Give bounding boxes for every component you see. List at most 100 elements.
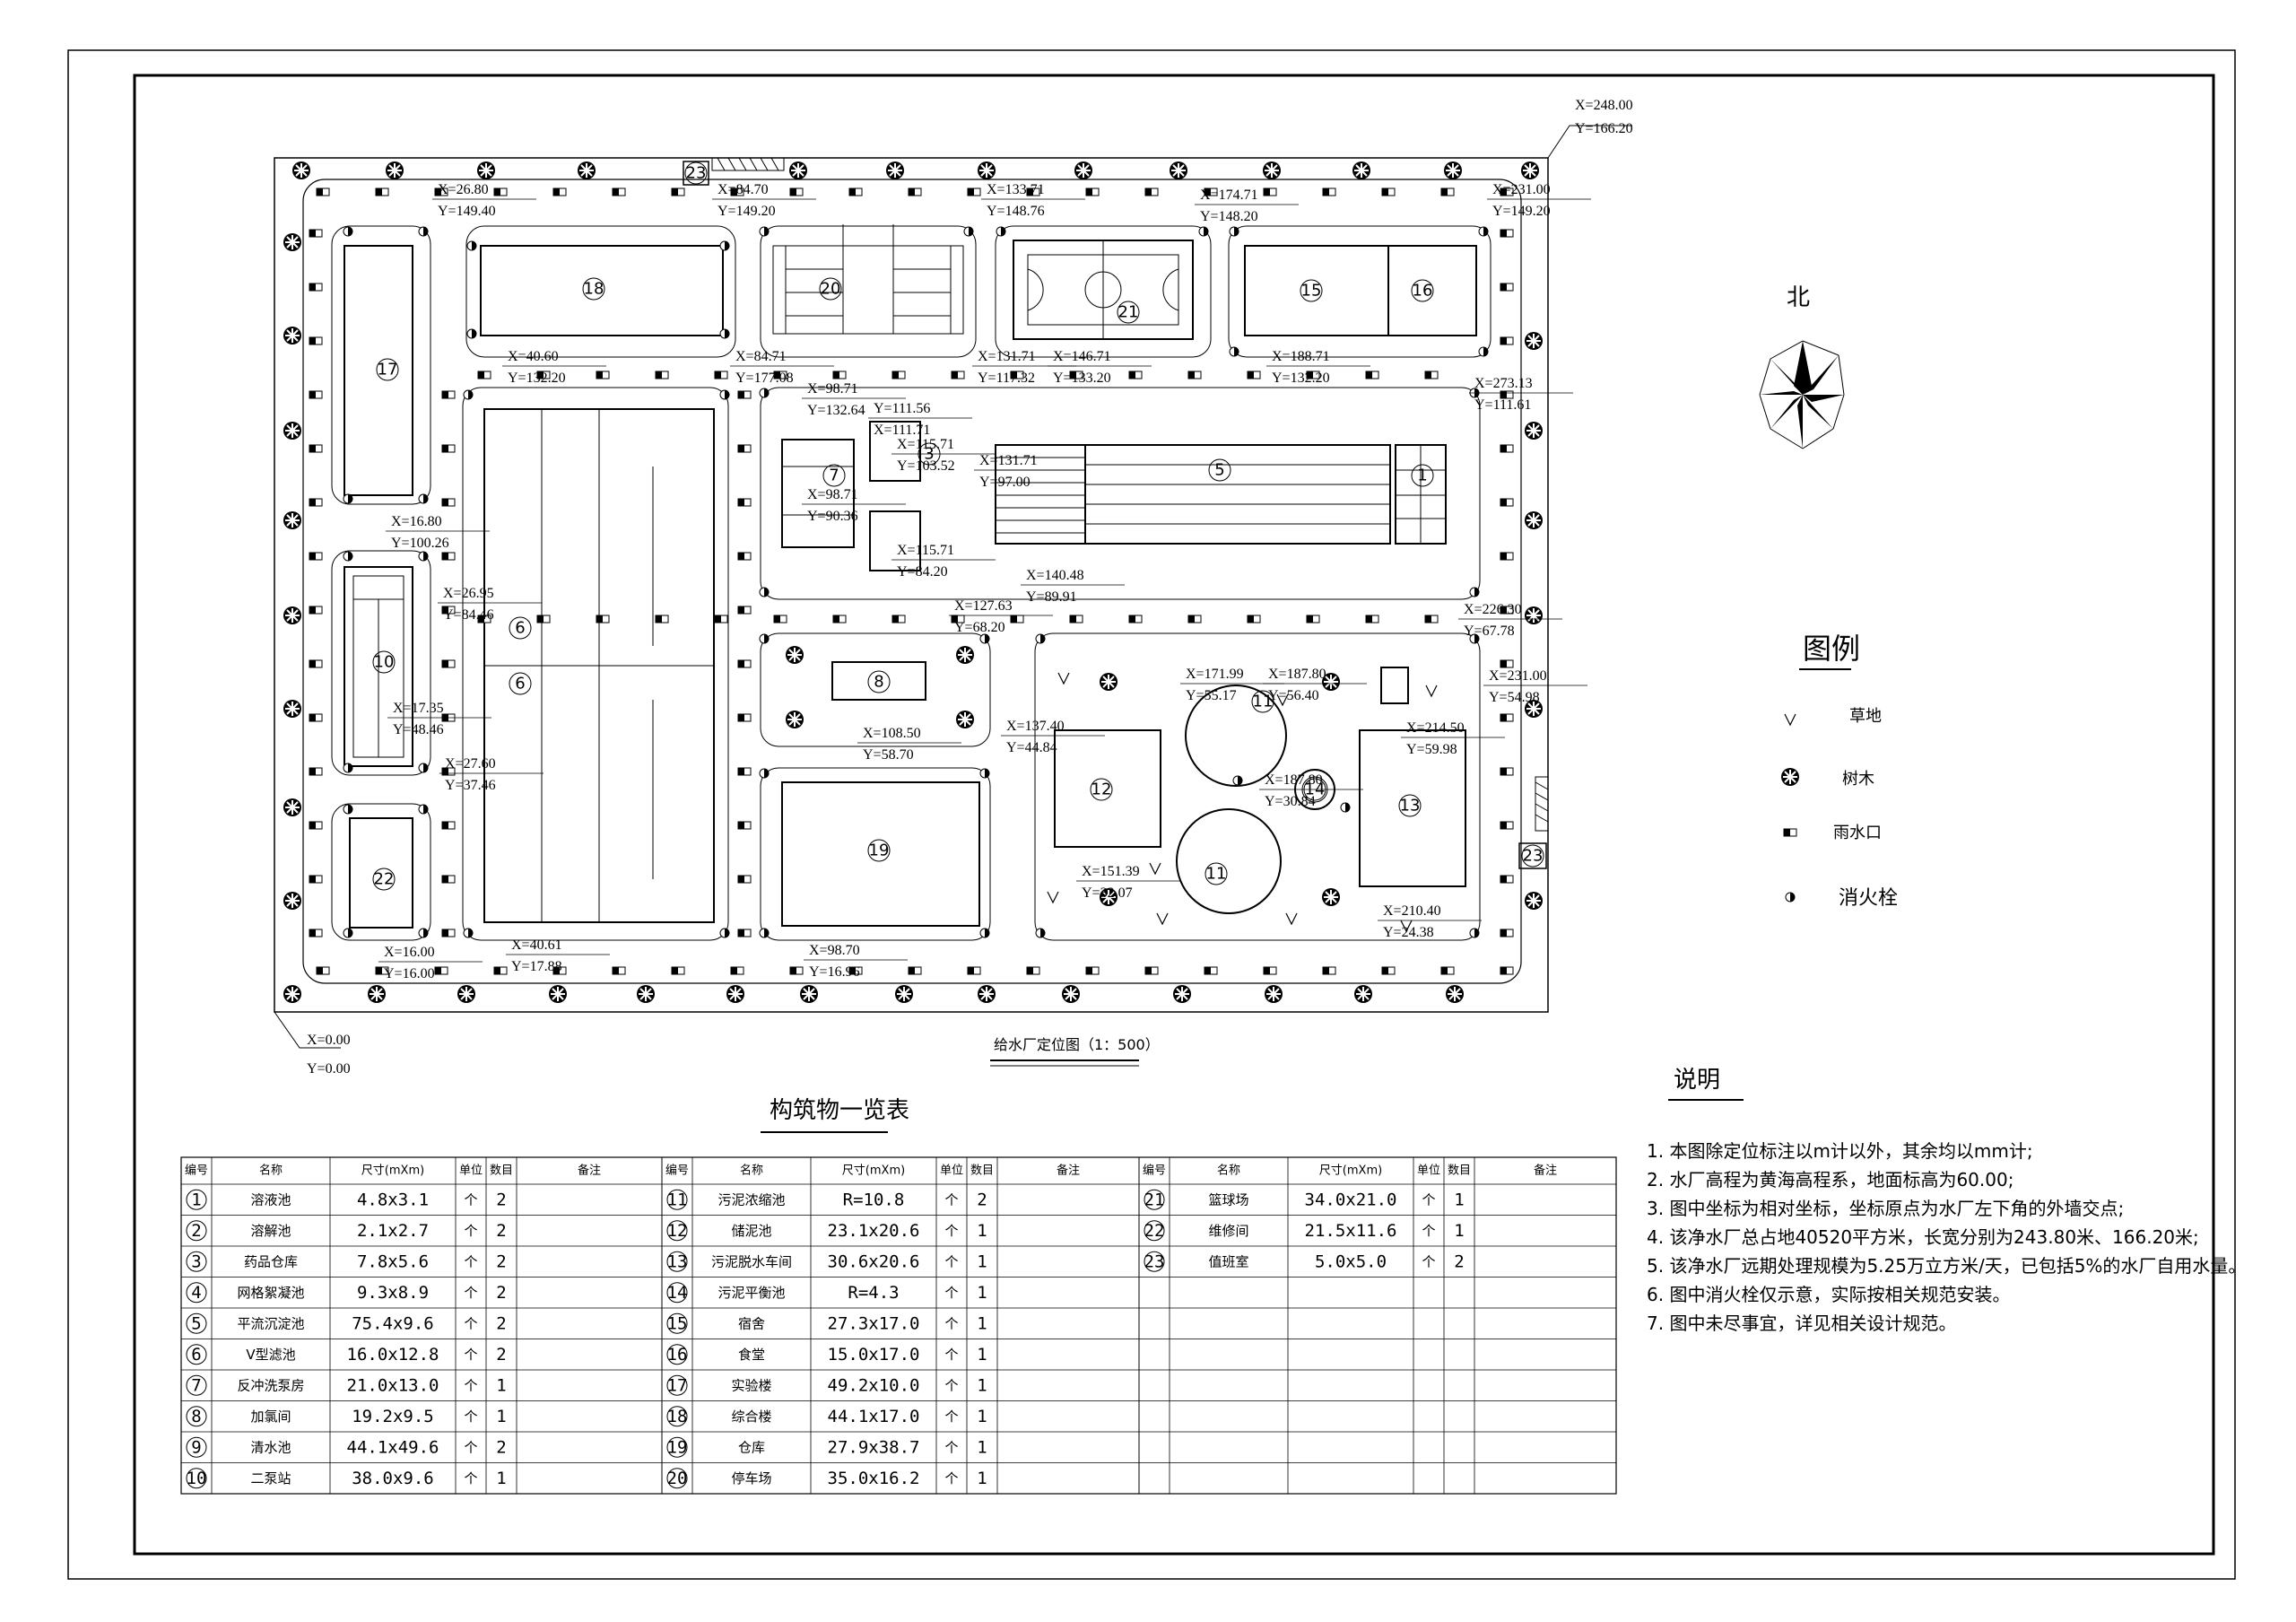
table-cell: 污泥脱水车间 bbox=[711, 1253, 792, 1269]
svg-text:X=115.71: X=115.71 bbox=[897, 543, 954, 558]
table-cell: 个 bbox=[464, 1347, 477, 1363]
structure-20-parking bbox=[772, 224, 964, 335]
table-index-circle bbox=[666, 1189, 688, 1210]
block-20 bbox=[760, 225, 977, 358]
table-cell: 8 bbox=[191, 1407, 201, 1426]
svg-text:X=98.71: X=98.71 bbox=[807, 381, 858, 397]
svg-text:X=16.80: X=16.80 bbox=[391, 514, 442, 529]
coord-label: X=171.99Y=55.17 bbox=[1180, 667, 1284, 703]
structure-16-canteen bbox=[1387, 245, 1477, 336]
table-index-circle bbox=[186, 1251, 207, 1272]
table-cell: 4 bbox=[191, 1283, 201, 1303]
rain-inlet-icon bbox=[441, 498, 456, 507]
rain-inlet-icon bbox=[737, 552, 752, 561]
tree-icon bbox=[548, 984, 568, 1004]
table-cell: 储泥池 bbox=[731, 1223, 771, 1239]
rain-inlet-icon bbox=[714, 615, 728, 624]
rain-inlet-icon bbox=[309, 659, 323, 668]
rain-inlet-icon bbox=[967, 966, 981, 975]
tree-icon bbox=[367, 984, 387, 1004]
rain-inlet-icon bbox=[1424, 615, 1439, 624]
rain-inlet-icon bbox=[737, 875, 752, 884]
table-cell: 18 bbox=[667, 1407, 688, 1426]
table-cell: 5 bbox=[191, 1313, 201, 1333]
coord-label: X=187.80Y=30.84 bbox=[1259, 772, 1363, 809]
fire-hydrant-icon bbox=[719, 328, 730, 339]
tree-icon bbox=[1352, 161, 1371, 180]
rain-inlet-icon bbox=[1500, 229, 1514, 238]
structure-number-21: 21 bbox=[1117, 301, 1140, 324]
guard-23-east bbox=[1518, 842, 1547, 869]
svg-text:17: 17 bbox=[378, 361, 398, 379]
table-cell: 平流沉淀池 bbox=[237, 1315, 304, 1331]
rain-inlet-icon bbox=[493, 966, 508, 975]
fire-hydrant-icon bbox=[759, 388, 770, 398]
table-cell: 个 bbox=[1422, 1223, 1435, 1239]
svg-text:11: 11 bbox=[1253, 693, 1274, 711]
table-header-cell: 尺寸(mXm) bbox=[842, 1164, 905, 1178]
svg-text:Y=149.20: Y=149.20 bbox=[1492, 204, 1551, 219]
site-road bbox=[302, 179, 1522, 984]
table-cell: 1 bbox=[977, 1251, 987, 1271]
structure-12-sludge bbox=[1054, 729, 1161, 848]
rain-inlet-icon bbox=[309, 929, 323, 937]
table-index-circle bbox=[666, 1374, 688, 1396]
fire-hydrant-icon bbox=[466, 240, 477, 251]
svg-text:X=231.00: X=231.00 bbox=[1492, 182, 1551, 197]
svg-text:Y=132.20: Y=132.20 bbox=[508, 371, 566, 386]
block-6 bbox=[462, 387, 729, 941]
table-cell: 停车场 bbox=[731, 1470, 771, 1487]
structure-21-center bbox=[1084, 271, 1122, 309]
tree-icon bbox=[283, 606, 302, 625]
svg-text:Y=133.20: Y=133.20 bbox=[1053, 371, 1111, 386]
table-title: 构筑物一览表 bbox=[770, 1097, 909, 1124]
rain-inlet-icon bbox=[596, 371, 610, 379]
coord-label: X=151.39Y=32.07 bbox=[1076, 864, 1180, 901]
rain-inlet-icon bbox=[951, 371, 965, 379]
table-cell: 个 bbox=[944, 1253, 958, 1269]
fire-hydrant-icon bbox=[719, 389, 730, 400]
svg-text:8: 8 bbox=[874, 673, 883, 692]
table-header-cell: 尺寸(mXm) bbox=[361, 1164, 424, 1178]
structure-19-warehouse bbox=[781, 781, 980, 927]
tree-icon bbox=[283, 699, 302, 719]
note-5: 5. 该净水厂远期处理规模为5.25万立方米/天，已包括5%的水厂自用水量。 bbox=[1647, 1255, 2246, 1277]
svg-text:Y=44.84: Y=44.84 bbox=[1006, 740, 1057, 755]
table-cell: 9.3x8.9 bbox=[357, 1283, 429, 1303]
fire-hydrant-icon bbox=[463, 389, 474, 400]
table-cell: 药品仓库 bbox=[244, 1253, 298, 1269]
table-cell: 1 bbox=[1454, 1190, 1464, 1209]
svg-text:X=146.71: X=146.71 bbox=[1053, 349, 1111, 364]
svg-text:X=127.63: X=127.63 bbox=[954, 598, 1013, 614]
coord-label: X=127.63Y=68.20 bbox=[949, 598, 1053, 635]
svg-text:X=187.80: X=187.80 bbox=[1265, 772, 1323, 788]
table-cell: 个 bbox=[944, 1408, 958, 1425]
svg-text:5: 5 bbox=[1214, 461, 1224, 480]
table-cell: 34.0x21.0 bbox=[1305, 1190, 1397, 1209]
svg-text:X=40.60: X=40.60 bbox=[508, 349, 559, 364]
table-index-circle bbox=[186, 1189, 207, 1210]
svg-text:X=111.71: X=111.71 bbox=[874, 423, 930, 438]
origin-y: Y=0.00 bbox=[307, 1061, 351, 1077]
table-header-cell: 数目 bbox=[490, 1164, 513, 1178]
svg-text:Y=111.56: Y=111.56 bbox=[874, 401, 930, 416]
rain-inlet-icon bbox=[309, 821, 323, 830]
structure-number-23: 23 bbox=[684, 161, 708, 185]
legend-grass-icon bbox=[1784, 713, 1796, 726]
coord-label: X=27.60Y=37.46 bbox=[439, 756, 544, 793]
svg-text:X=174.71: X=174.71 bbox=[1200, 187, 1258, 203]
rain-inlet-icon bbox=[309, 767, 323, 776]
coord-label: X=131.71Y=117.32 bbox=[972, 349, 1076, 386]
table-cell: 污泥平衡池 bbox=[718, 1285, 785, 1301]
rain-inlet-icon bbox=[737, 929, 752, 937]
rain-inlet-icon bbox=[832, 371, 847, 379]
table-index-circle bbox=[1144, 1251, 1165, 1272]
table-cell: 1 bbox=[977, 1375, 987, 1395]
coord-label: Y=111.56X=111.71 bbox=[868, 401, 972, 438]
table-cell: 1 bbox=[977, 1437, 987, 1457]
tree-icon bbox=[283, 510, 302, 530]
table-index-circle bbox=[186, 1344, 207, 1365]
north-gate-hatch bbox=[717, 157, 779, 171]
structure-21-court-lines bbox=[1027, 240, 1179, 339]
table-cell: 4.8x3.1 bbox=[357, 1190, 429, 1209]
